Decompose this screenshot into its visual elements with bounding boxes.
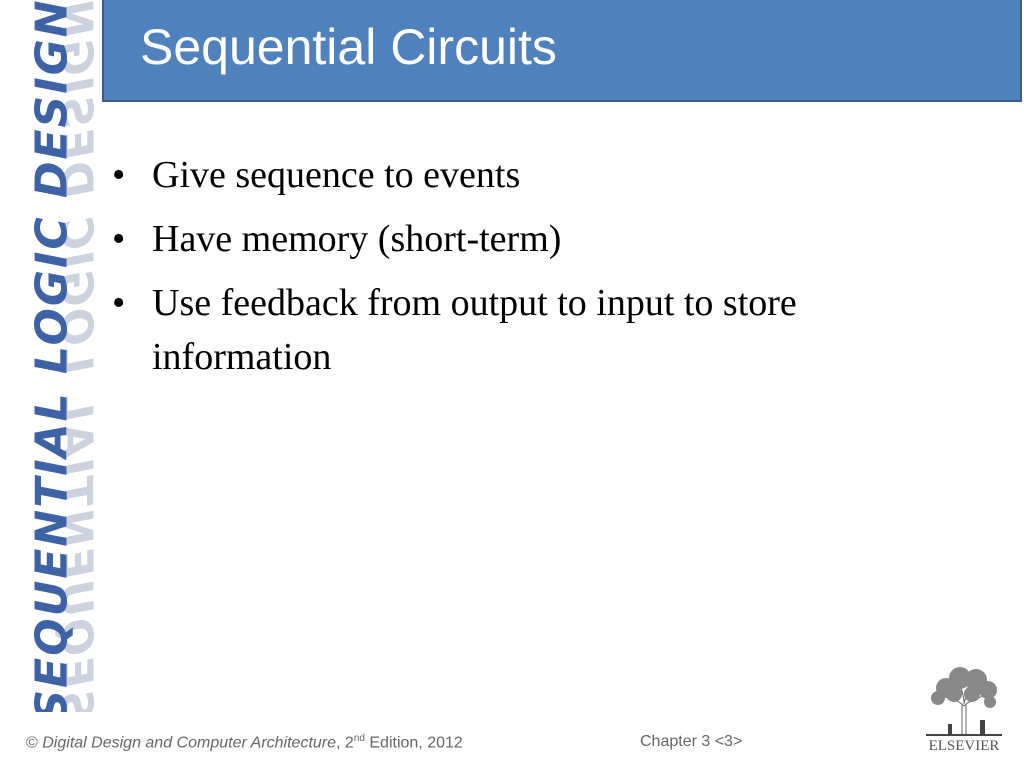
bullet-list: Give sequence to events Have memory (sho… (112, 148, 962, 394)
bullet-item: Use feedback from output to input to sto… (112, 276, 962, 384)
publisher-name: ELSEVIER (928, 738, 1000, 754)
sidebar-title: SEQUENTIAL LOGIC DESIGN (26, 0, 78, 712)
edition-post: Edition, 2012 (364, 734, 463, 752)
footer-copyright: © Digital Design and Computer Architectu… (26, 733, 463, 752)
elsevier-logo: ELSEVIER (918, 664, 1010, 756)
edition-sup: nd (353, 733, 365, 744)
copyright-symbol: © (26, 734, 38, 752)
sidebar-vertical-title: SEQUENTIAL LOGIC DESIGN SEQUENTIAL LOGIC… (0, 0, 101, 712)
tree-icon (926, 667, 1002, 736)
bullet-item: Have memory (short-term) (112, 212, 962, 266)
slide-title: Sequential Circuits (140, 19, 557, 75)
book-title: Digital Design and Computer Architecture (42, 734, 337, 752)
footer-chapter: Chapter 3 <3> (640, 733, 743, 750)
title-bar: Sequential Circuits (102, 0, 1022, 102)
bullet-item: Give sequence to events (112, 148, 962, 202)
edition-pre: , 2 (336, 734, 354, 752)
